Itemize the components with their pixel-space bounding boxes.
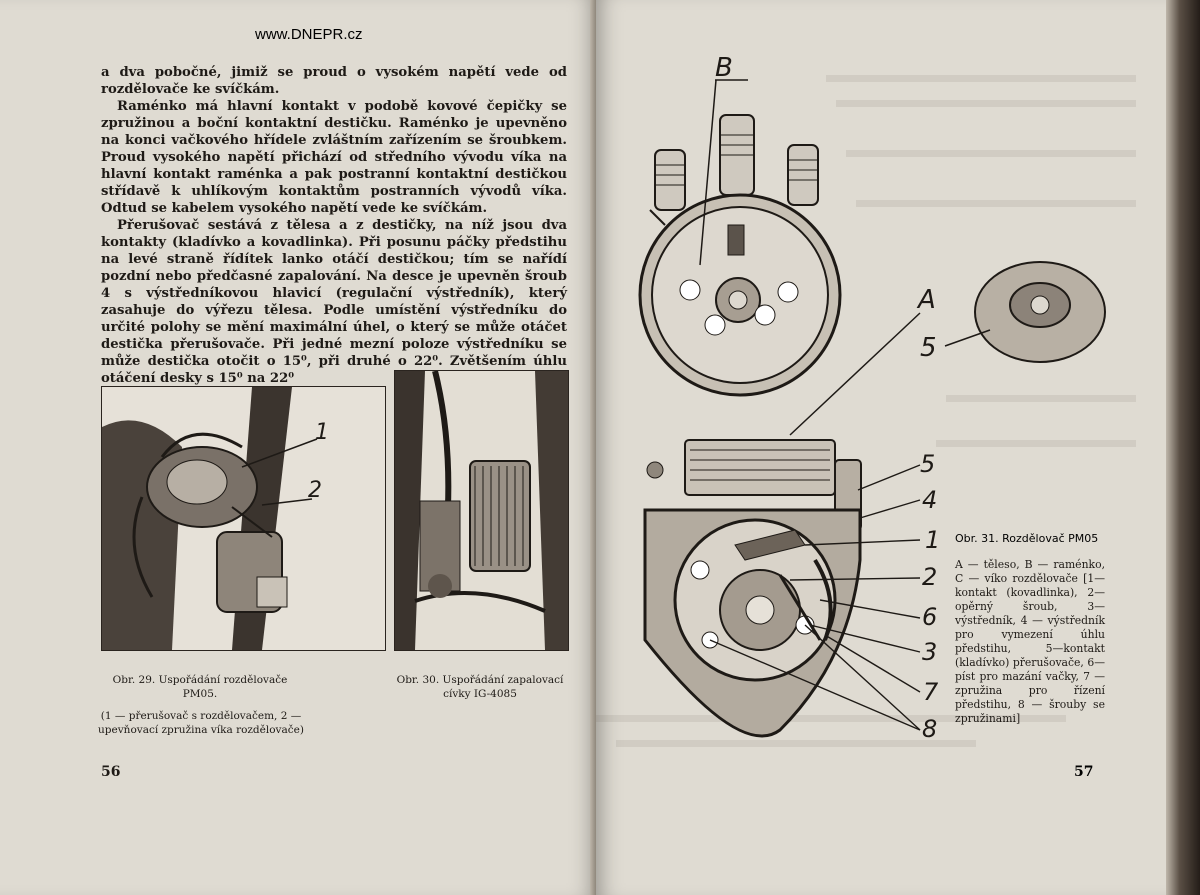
- page-number-left: 56: [101, 764, 121, 780]
- show-through-line: [946, 395, 1136, 402]
- body-text: a dva pobočné, jimiž se proud o vysokém …: [101, 64, 567, 387]
- paragraph-1: a dva pobočné, jimiž se proud o vysokém …: [101, 65, 567, 97]
- distributor-cap: [638, 114, 842, 397]
- figure-31-title: Obr. 31. Rozdělovač PM05: [955, 532, 1099, 545]
- figure-31-drawing: B A 5 5 4 1 2 6 3 7 8: [638, 53, 1106, 743]
- label-7: 7: [923, 678, 939, 706]
- label-5-top: 5: [920, 333, 937, 363]
- figure-30-image: [394, 370, 569, 651]
- paragraph-3: Přerušovač sestává z tělesa a z destičky…: [101, 218, 567, 386]
- label-B: B: [715, 53, 733, 83]
- distributor-body: [643, 439, 862, 738]
- contact-disc: [974, 261, 1106, 363]
- label-5: 5: [920, 450, 935, 478]
- show-through-line: [846, 150, 1136, 157]
- label-2: 2: [922, 563, 937, 591]
- show-through-line: [936, 440, 1136, 447]
- left-page: www.DNEPR.cz a dva pobočné, jimiž se pro…: [0, 0, 596, 895]
- book-edge: [1166, 0, 1200, 895]
- label-4: 4: [922, 486, 937, 514]
- label-6: 6: [922, 603, 937, 631]
- figure-29-drawing: 1 2: [102, 387, 385, 650]
- label-3: 3: [922, 638, 937, 666]
- paragraph-2: Raménko má hlavní kontakt v podobě kovov…: [101, 99, 567, 216]
- fig29-label-1: 1: [315, 420, 329, 445]
- label-1: 1: [925, 526, 940, 554]
- show-through-line: [826, 75, 1136, 82]
- figure-31-caption: A — těleso, B — raménko, C — víko rozděl…: [955, 558, 1105, 725]
- fig29-label-2: 2: [308, 478, 322, 503]
- show-through-line: [616, 740, 976, 747]
- figure-29-image: 1 2: [101, 386, 386, 651]
- label-8: 8: [922, 715, 937, 743]
- show-through-line: [836, 100, 1136, 107]
- show-through-line: [856, 200, 1136, 207]
- figure-30-caption: Obr. 30. Uspořádání zapalovací cívky IG-…: [396, 674, 564, 700]
- label-A: A: [916, 285, 936, 315]
- page-number-right: 57: [1074, 764, 1094, 780]
- show-through-line: [596, 715, 1066, 722]
- figure-30-drawing: [395, 370, 568, 650]
- figure-29-caption: Obr. 29. Uspořádání rozdělovače PM05.: [112, 674, 288, 700]
- figure-29-note: (1 — přerušovač s rozdělovačem, 2 — upev…: [98, 710, 304, 736]
- watermark: www.DNEPR.cz: [255, 26, 363, 43]
